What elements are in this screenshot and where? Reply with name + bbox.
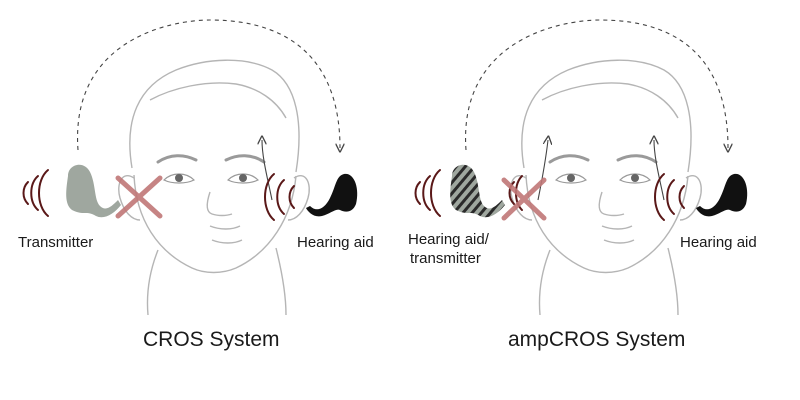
eyes	[554, 173, 652, 184]
ear-left	[510, 175, 533, 221]
ampcros-panel	[414, 19, 748, 316]
head-outline	[521, 59, 692, 316]
sound-wave-right	[264, 173, 295, 221]
hearing-aid-label: Hearing aid	[680, 234, 757, 251]
eyebrows	[156, 154, 266, 164]
transmitter-device	[66, 164, 121, 218]
sound-wave-left	[22, 169, 49, 217]
transfer-arc	[465, 19, 728, 150]
cros-panel	[22, 19, 358, 316]
eyes	[162, 173, 260, 184]
hearing-aid-device	[306, 173, 358, 217]
ampcros-caption: ampCROS System	[508, 328, 686, 351]
ear-arrow	[262, 140, 273, 201]
hearing-aid-transmitter-label-line1: Hearing aid/	[408, 231, 489, 248]
sound-wave-right	[654, 173, 685, 221]
hearing-aid-device	[696, 173, 748, 217]
transfer-arc	[77, 19, 340, 150]
ear-left	[118, 175, 141, 221]
sound-wave-left	[414, 169, 441, 217]
hearing-aid-transmitter-device	[450, 164, 505, 218]
eyebrows	[548, 154, 658, 164]
transmitter-label: Transmitter	[18, 234, 94, 251]
ear-right	[679, 175, 702, 221]
hearing-aid-label: Hearing aid	[297, 234, 374, 251]
ear-arrow-right	[654, 140, 665, 201]
head-outline	[129, 59, 300, 316]
ear-arrow-left	[537, 140, 548, 201]
hearing-aid-transmitter-label-line2: transmitter	[410, 250, 481, 267]
blocked-cross	[501, 177, 547, 221]
cros-caption: CROS System	[143, 328, 280, 351]
blocked-cross	[115, 175, 163, 219]
ear-right	[287, 175, 310, 221]
